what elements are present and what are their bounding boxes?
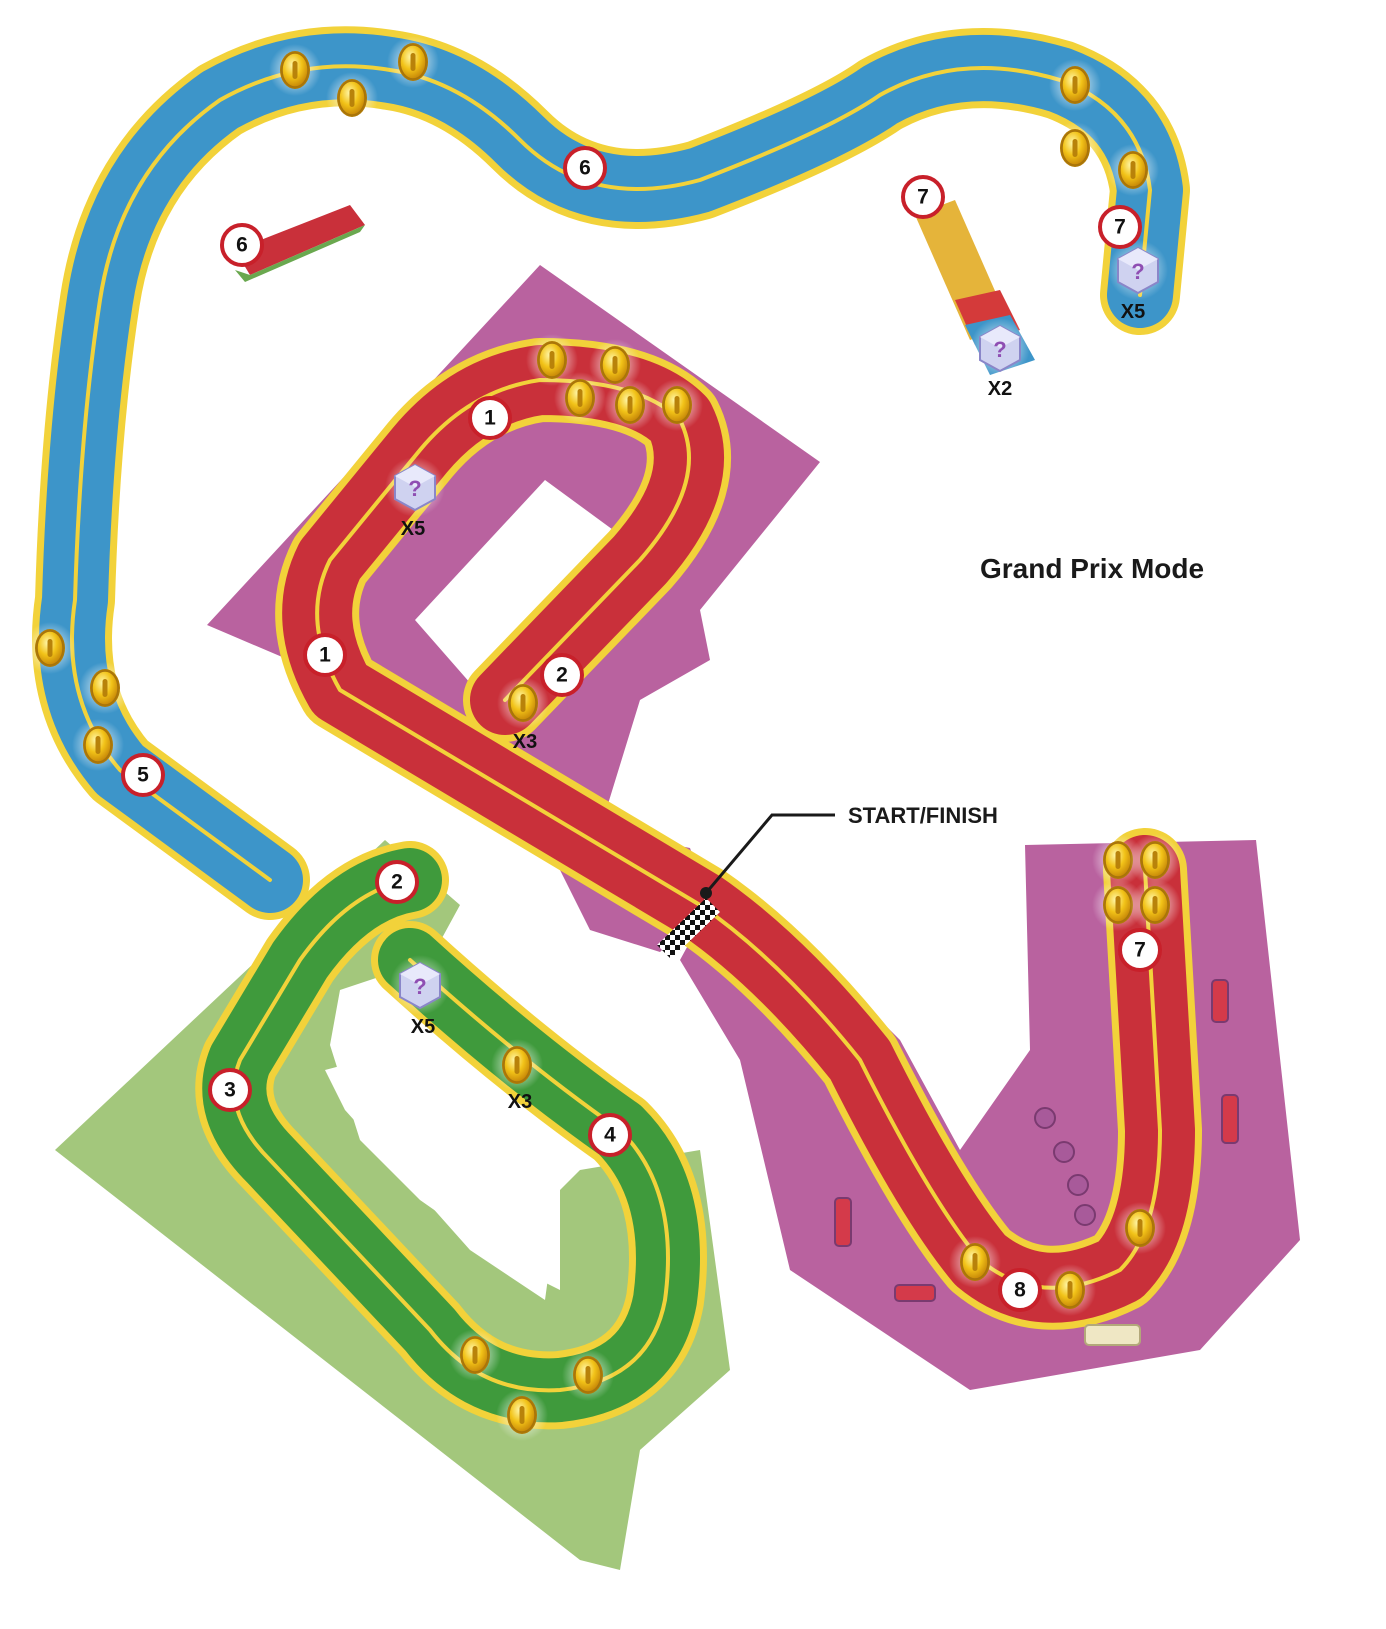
section-marker-icon: 3 xyxy=(208,1068,252,1112)
coin-icon xyxy=(495,1388,549,1442)
checkered-flag-icon xyxy=(657,898,720,959)
svg-text:4: 4 xyxy=(604,1124,616,1147)
coin-icon xyxy=(1106,143,1160,197)
coin-icon xyxy=(1113,1201,1167,1255)
section-marker-icon: 8 xyxy=(998,1268,1042,1312)
section-marker-icon: 6 xyxy=(563,146,607,190)
svg-text:7: 7 xyxy=(917,186,929,209)
multiplier-labels: X5 X3 X5 X3 X5 X2 xyxy=(401,301,1145,1113)
coin-icon xyxy=(71,718,125,772)
blue-track xyxy=(32,26,1190,920)
svg-text:1: 1 xyxy=(484,407,496,430)
section-marker-icon: 6 xyxy=(220,223,264,267)
item-box-icon xyxy=(969,317,1031,379)
svg-text:7: 7 xyxy=(1114,216,1126,239)
coin-icon xyxy=(448,1328,502,1382)
green-zone-inner-cutout xyxy=(325,1045,560,1300)
multiplier-label: X3 xyxy=(508,1091,532,1113)
coin-icon xyxy=(496,676,550,730)
coin-icon xyxy=(650,378,704,432)
multiplier-label: X5 xyxy=(411,1016,435,1038)
magenta-zone-inner-cutout xyxy=(415,480,655,700)
svg-text:2: 2 xyxy=(556,664,568,687)
svg-text:1: 1 xyxy=(319,644,331,667)
svg-text:2: 2 xyxy=(391,871,403,894)
multiplier-label: X5 xyxy=(1121,301,1145,323)
coin-icon xyxy=(490,1038,544,1092)
coin-icon xyxy=(386,35,440,89)
coin-icon xyxy=(268,43,322,97)
section-marker-icon: 4 xyxy=(588,1113,632,1157)
red-block-piece xyxy=(235,205,365,282)
coin-icon xyxy=(553,371,607,425)
coin-icon xyxy=(23,621,77,675)
section-marker-icon: 7 xyxy=(1098,205,1142,249)
coin-icon xyxy=(561,1348,615,1402)
svg-text:6: 6 xyxy=(579,157,591,180)
coin-icon xyxy=(1043,1263,1097,1317)
multiplier-label: X3 xyxy=(513,731,537,753)
section-marker-icon: 5 xyxy=(121,753,165,797)
section-marker-icon: 2 xyxy=(540,653,584,697)
item-box-icon xyxy=(389,954,451,1016)
section-marker-icon: 1 xyxy=(303,633,347,677)
section-markers: 1 1 2 2 3 4 5 6 6 7 7 7 8 xyxy=(121,146,1162,1312)
start-finish-callout xyxy=(700,813,835,899)
svg-text:8: 8 xyxy=(1014,1279,1026,1302)
item-box-icon xyxy=(1107,239,1169,301)
coin-icon xyxy=(603,378,657,432)
multiplier-label: X5 xyxy=(401,518,425,540)
section-marker-icon: 2 xyxy=(375,860,419,904)
coin-icon xyxy=(1128,833,1182,887)
item-box-icon xyxy=(384,456,446,518)
section-marker-icon: 7 xyxy=(901,175,945,219)
coin-icon xyxy=(325,71,379,125)
section-marker-icon: 7 xyxy=(1118,928,1162,972)
multiplier-label: X2 xyxy=(988,378,1012,400)
svg-text:6: 6 xyxy=(236,234,248,257)
coin-icon xyxy=(78,661,132,715)
svg-text:7: 7 xyxy=(1134,939,1146,962)
svg-text:5: 5 xyxy=(137,764,149,787)
svg-text:3: 3 xyxy=(224,1079,236,1102)
coin-icon xyxy=(948,1235,1002,1289)
coin-icon xyxy=(1048,58,1102,112)
map-title: Grand Prix Mode xyxy=(980,553,1204,584)
cone-obstacle-icon xyxy=(834,979,1239,1346)
coin-icon xyxy=(1048,121,1102,175)
coin-icon xyxy=(1128,878,1182,932)
start-finish-label: START/FINISH xyxy=(848,803,998,828)
section-marker-icon: 1 xyxy=(468,396,512,440)
